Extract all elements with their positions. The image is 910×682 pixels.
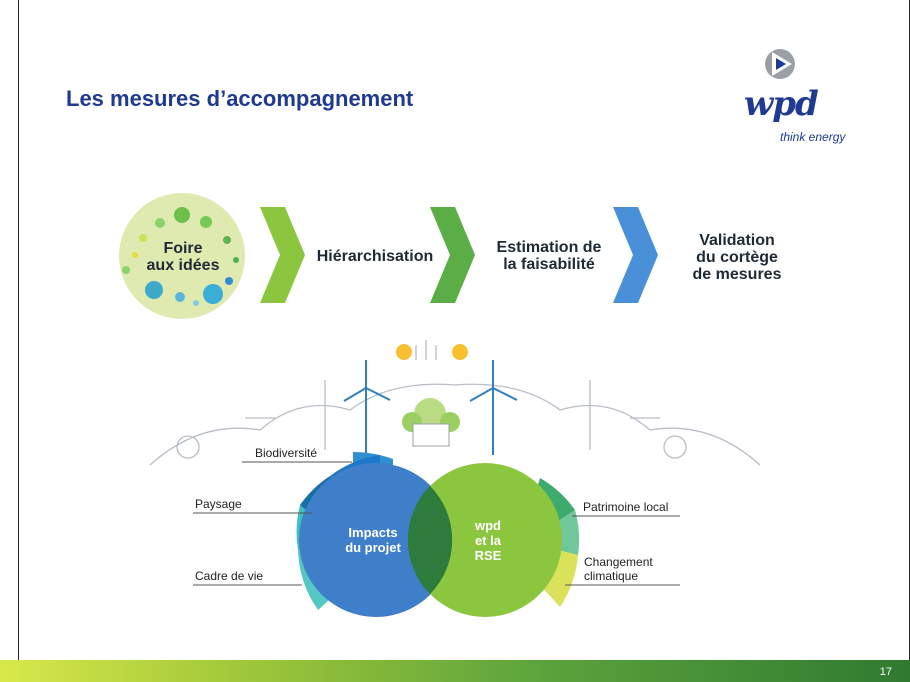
label-patrimoine-local: Patrimoine local (583, 500, 669, 514)
step-1-line-1: Foire (163, 240, 203, 257)
arrow-3-icon (613, 207, 658, 303)
slide-border-left (18, 0, 19, 660)
step-3-line-1: Estimation de (496, 239, 602, 256)
wpd-logo: wpd think energy (740, 46, 870, 156)
footer-bar (0, 660, 910, 682)
label-cadre-de-vie: Cadre de vie (195, 569, 264, 583)
logo-tagline: think energy (780, 130, 846, 144)
rse-circle (408, 463, 562, 617)
step-4-line-2: du cortège (696, 249, 778, 266)
impacts-line-2: du projet (345, 540, 401, 555)
wind-turbine-icon (343, 360, 518, 455)
label-biodiversite: Biodiversité (255, 446, 318, 460)
step-4-line-3: de mesures (692, 266, 782, 283)
arrow-1-icon (260, 207, 305, 303)
step-estimation-label: Estimation de la faisabilité (485, 239, 613, 273)
label-paysage: Paysage (195, 497, 242, 511)
label-changement-line-1: Changement (584, 555, 653, 569)
slide-title: Les mesures d’accompagnement (66, 86, 414, 111)
rse-line-2: et la (474, 533, 501, 548)
step-2-line-1: Hiérarchisation (316, 248, 434, 265)
step-4-line-1: Validation (699, 232, 775, 249)
impacts-line-1: Impacts (348, 525, 398, 540)
rse-circle-label: wpd et la RSE (458, 518, 518, 563)
step-validation-label: Validation du cortège de mesures (682, 232, 792, 283)
impacts-circle (299, 463, 453, 617)
impacts-circle-label: Impacts du projet (333, 525, 413, 555)
sun-icon (396, 344, 468, 360)
logo-mark-icon (765, 49, 795, 79)
rse-line-3: RSE (474, 548, 502, 563)
arrow-2-icon (430, 207, 475, 303)
house-icon (402, 398, 460, 447)
step-1-line-2: aux idées (146, 257, 220, 274)
step-3-line-2: la faisabilité (503, 256, 595, 273)
rse-line-1: wpd (475, 518, 501, 533)
step-hierarchisation-label: Hiérarchisation (310, 248, 440, 265)
label-changement-line-2: climatique (584, 569, 639, 583)
step-foire-label: Foire aux idées (143, 240, 223, 274)
landscape-illustration (149, 340, 761, 466)
page-number: 17 (879, 666, 892, 678)
logo-wordmark: wpd (744, 84, 819, 124)
